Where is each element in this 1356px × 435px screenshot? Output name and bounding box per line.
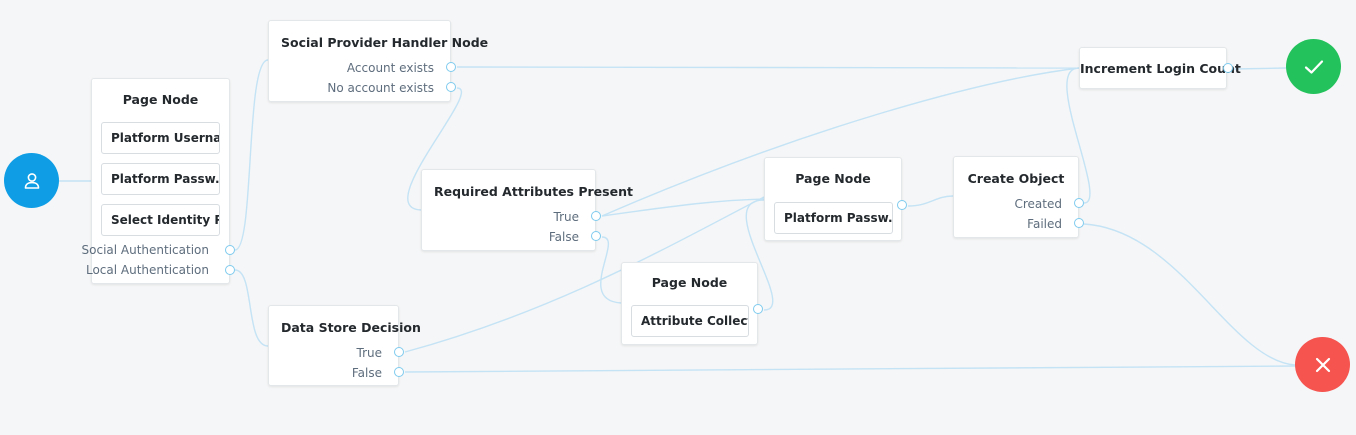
- edge-failed-to-failure: [1083, 223, 1296, 366]
- edge-account-exists-to-increment: [456, 66, 1080, 69]
- port-page-node-3-out[interactable]: [897, 200, 907, 210]
- edge-created-to-increment: [1066, 67, 1091, 204]
- page-node-login[interactable]: Page Node Platform Userna... Platform Pa…: [82, 78, 230, 284]
- child-node-attribute-collector[interactable]: Attribute Collect...: [631, 305, 749, 337]
- edge-required-true-to-page-node-3: [601, 198, 765, 217]
- port-social-authentication[interactable]: [225, 245, 235, 255]
- data-store-decision-node[interactable]: Data Store Decision True False: [268, 305, 421, 386]
- node-title: Create Object: [967, 171, 1065, 186]
- child-node-select-identity-provider[interactable]: Select Identity P...: [101, 204, 220, 236]
- edge-required-false-to-page-node-2: [600, 236, 622, 304]
- outcome-no-account-exists: No account exists: [327, 81, 434, 95]
- port-page-node-2-out[interactable]: [753, 304, 763, 314]
- outcome-local-authentication: Local Authentication: [85, 263, 209, 277]
- increment-login-count-node[interactable]: Increment Login Count: [1079, 47, 1241, 89]
- edge-datastore-true-to-page-node-3: [404, 196, 765, 353]
- start-node[interactable]: [4, 153, 59, 208]
- outcome-account-exists: Account exists: [346, 61, 434, 75]
- node-title: Data Store Decision: [281, 320, 421, 335]
- node-title: Social Provider Handler Node: [281, 35, 489, 50]
- outcome-true: True: [553, 210, 580, 224]
- port-required-false[interactable]: [591, 231, 601, 241]
- user-icon: [24, 172, 39, 189]
- edge-no-account-to-required-attrs: [407, 87, 463, 211]
- port-data-store-true[interactable]: [394, 347, 404, 357]
- port-increment-out[interactable]: [1223, 63, 1233, 73]
- edge-to-increment-from-middle: [601, 67, 1080, 217]
- outcome-failed: Failed: [1027, 217, 1062, 231]
- port-account-exists[interactable]: [446, 62, 456, 72]
- node-title: Page Node: [651, 275, 728, 290]
- port-created[interactable]: [1074, 198, 1084, 208]
- port-failed[interactable]: [1074, 218, 1084, 228]
- port-required-true[interactable]: [591, 211, 601, 221]
- child-node-platform-username[interactable]: Platform Userna...: [101, 122, 220, 154]
- failure-node[interactable]: [1295, 337, 1350, 392]
- port-no-account-exists[interactable]: [446, 82, 456, 92]
- page-node-platform-password[interactable]: Page Node Platform Passw...: [764, 157, 902, 241]
- node-title: Page Node: [795, 171, 871, 186]
- edge-increment-to-success: [1233, 67, 1287, 70]
- edge-page-node-3-to-create-object: [907, 195, 954, 207]
- node-title: Required Attributes Present: [434, 184, 633, 199]
- outcome-false: False: [351, 366, 382, 380]
- checkmark-icon: [1304, 59, 1323, 74]
- success-node[interactable]: [1286, 39, 1341, 94]
- required-attributes-present-node[interactable]: Required Attributes Present True False: [421, 169, 633, 251]
- outcome-created: Created: [1014, 197, 1063, 211]
- outcome-social-authentication: Social Authentication: [81, 243, 209, 257]
- x-icon: [1315, 357, 1330, 372]
- edge-social-auth-to-social-provider: [234, 59, 269, 251]
- node-title: Page Node: [122, 92, 199, 107]
- port-data-store-false[interactable]: [394, 367, 404, 377]
- page-node-attribute-collector[interactable]: Page Node Attribute Collect...: [621, 262, 758, 345]
- outcome-true: True: [356, 346, 383, 360]
- outcome-false: False: [548, 230, 579, 244]
- edge-page-node-2-to-page-node-3: [745, 199, 774, 311]
- create-object-node[interactable]: Create Object Created Failed: [953, 156, 1079, 238]
- edge-datastore-false-to-failure: [404, 365, 1296, 373]
- edge-local-auth-to-data-store: [234, 269, 269, 347]
- child-node-platform-password[interactable]: Platform Passw...: [101, 163, 220, 195]
- port-local-authentication[interactable]: [225, 265, 235, 275]
- social-provider-handler-node[interactable]: Social Provider Handler Node Account exi…: [268, 20, 489, 102]
- child-node-platform-password[interactable]: Platform Passw...: [774, 202, 893, 234]
- node-title: Increment Login Count: [1080, 61, 1241, 76]
